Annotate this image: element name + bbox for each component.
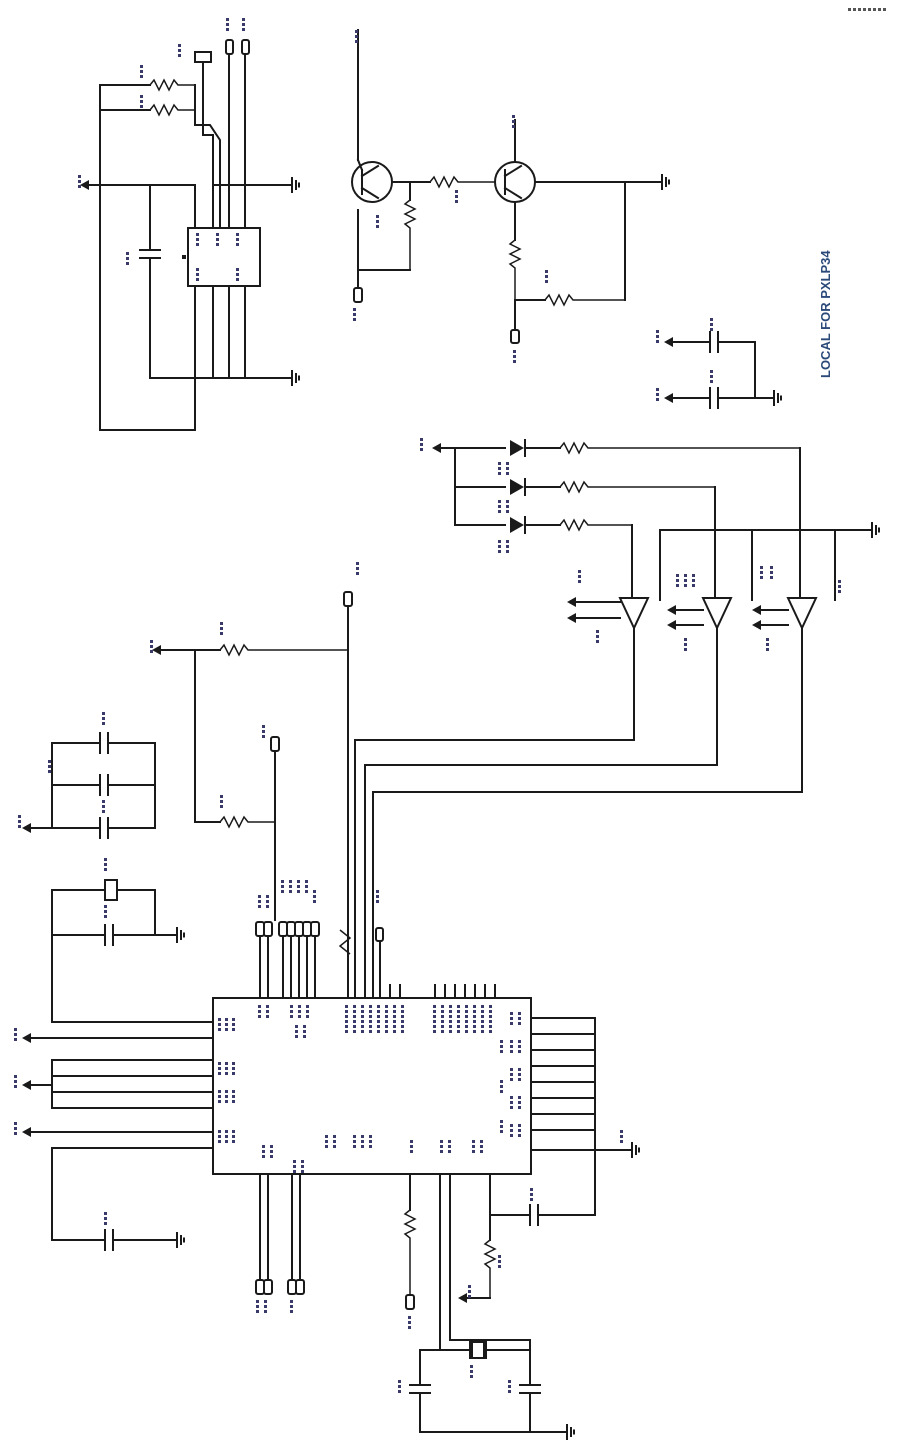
led-comparator-section	[354, 438, 880, 986]
schematic-side-label: LOCAL FOR PXLP34	[818, 250, 833, 378]
supply-capacitor-bank	[18, 712, 185, 1023]
transistor-driver-section	[351, 29, 670, 363]
mid-network	[150, 562, 384, 986]
ic-bottom-connections	[255, 1173, 596, 1440]
ic-right-connections	[530, 1017, 640, 1216]
main-controller-ic	[212, 880, 532, 1175]
corner-reference-mark	[848, 8, 886, 11]
sensor-interface-section	[78, 18, 300, 431]
decoupling-capacitors	[656, 318, 782, 409]
ic-left-connections	[14, 1021, 214, 1251]
